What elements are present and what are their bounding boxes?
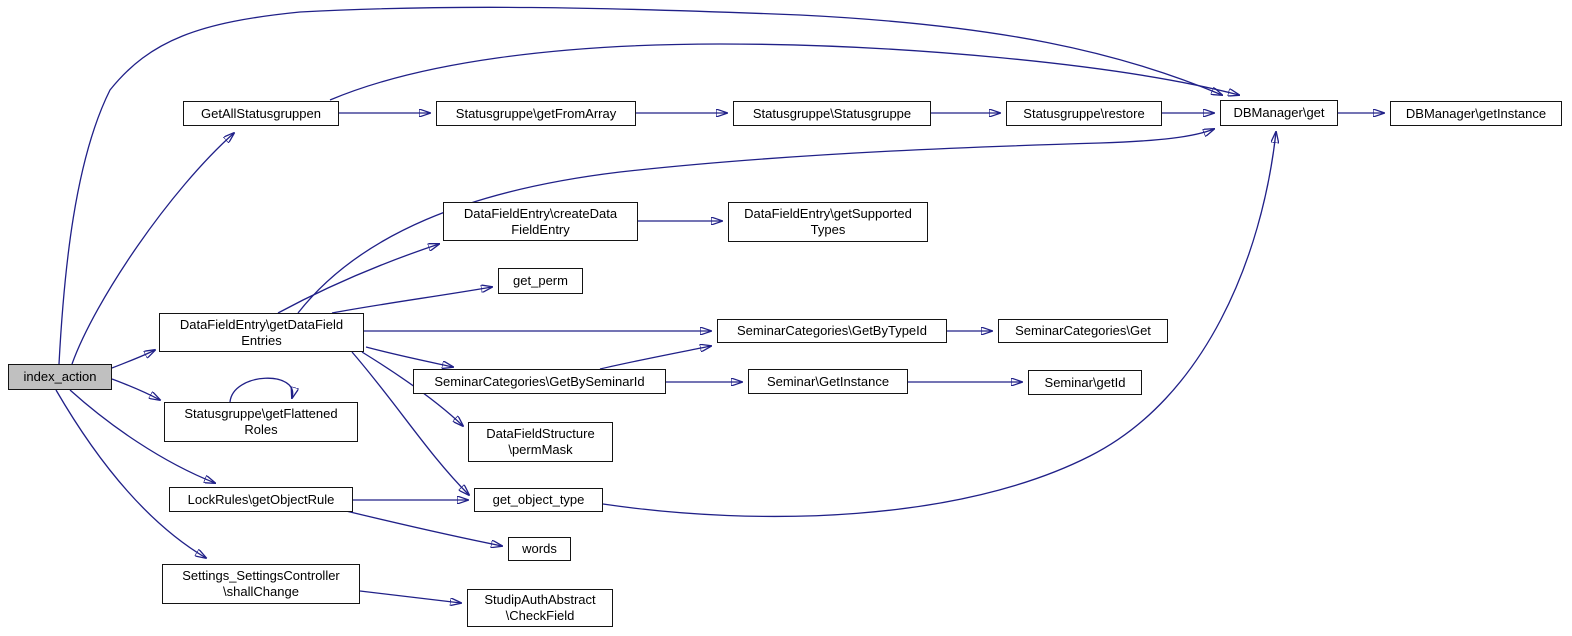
edge-DataFieldEntry_getDataFieldEntries-SeminarCategories_GetBySeminarId: [365, 346, 453, 367]
edge-index_action-Settings_SettingsController_shallChange: [55, 389, 206, 558]
node-get-perm[interactable]: get_perm: [498, 268, 583, 294]
edge-DataFieldEntry_getDataFieldEntries-DBManager_get: [297, 129, 1214, 314]
edge-get_object_type-DBManager_get: [602, 132, 1276, 518]
node-seminarcategories-get[interactable]: SeminarCategories\Get: [998, 319, 1168, 343]
node-get-all-statusgruppen[interactable]: GetAllStatusgruppen: [183, 101, 339, 126]
node-dbmanager-get-instance[interactable]: DBManager\getInstance: [1390, 101, 1562, 126]
node-statusgruppe-statusgruppe[interactable]: Statusgruppe\Statusgruppe: [733, 101, 931, 126]
node-statusgruppe-restore[interactable]: Statusgruppe\restore: [1006, 101, 1162, 126]
edge-DataFieldEntry_getDataFieldEntries-DataFieldEntry_createDataFieldEntry: [277, 244, 439, 314]
edge-index_action-DBManager_get: [58, 6, 1222, 365]
edge-DataFieldEntry_getDataFieldEntries-get_object_type: [351, 351, 469, 495]
node-seminar-get-id[interactable]: Seminar\getId: [1028, 370, 1142, 395]
node-datafieldentry-create-data-field-entry[interactable]: DataFieldEntry\createData FieldEntry: [443, 202, 638, 241]
edge-DataFieldEntry_getDataFieldEntries-get_perm: [331, 287, 492, 314]
node-words[interactable]: words: [508, 537, 571, 561]
edge-LockRules_getObjectRule-words: [345, 510, 502, 546]
edge-index_action-GetAllStatusgruppen: [71, 133, 234, 365]
edge-Settings_SettingsController_shallChange-StudipAuthAbstract_CheckField: [359, 590, 461, 603]
node-seminarcategories-get-by-seminar-id[interactable]: SeminarCategories\GetBySeminarId: [413, 369, 666, 394]
node-studip-auth-abstract-check-field[interactable]: StudipAuthAbstract \CheckField: [467, 589, 613, 627]
edge-SeminarCategories_GetBySeminarId-SeminarCategories_GetByTypeId: [599, 346, 711, 370]
node-datafieldentry-get-data-field-entries[interactable]: DataFieldEntry\getDataField Entries: [159, 313, 364, 352]
node-lockrules-get-object-rule[interactable]: LockRules\getObjectRule: [169, 487, 353, 512]
node-index-action: index_action: [8, 364, 112, 390]
edge-index_action-LockRules_getObjectRule: [69, 389, 215, 483]
node-statusgruppe-get-flattened-roles[interactable]: Statusgruppe\getFlattened Roles: [164, 402, 358, 442]
edge-GetAllStatusgruppen-DBManager_get: [329, 43, 1239, 101]
node-dbmanager-get[interactable]: DBManager\get: [1220, 100, 1338, 126]
node-datafieldstructure-perm-mask[interactable]: DataFieldStructure \permMask: [468, 422, 613, 462]
node-get-object-type[interactable]: get_object_type: [474, 488, 603, 512]
edge-index_action-DataFieldEntry_getDataFieldEntries: [111, 350, 155, 369]
node-settings-controller-shall-change[interactable]: Settings_SettingsController \shallChange: [162, 564, 360, 604]
node-statusgruppe-get-from-array[interactable]: Statusgruppe\getFromArray: [436, 101, 636, 126]
node-datafieldentry-get-supported-types[interactable]: DataFieldEntry\getSupported Types: [728, 202, 928, 242]
edge-index_action-Statusgruppe_getFlattenedRoles: [111, 378, 160, 400]
node-seminarcategories-get-by-type-id[interactable]: SeminarCategories\GetByTypeId: [717, 319, 947, 343]
node-seminar-get-instance[interactable]: Seminar\GetInstance: [748, 369, 908, 394]
edge-Statusgruppe_getFlattenedRoles-self: [229, 377, 293, 403]
